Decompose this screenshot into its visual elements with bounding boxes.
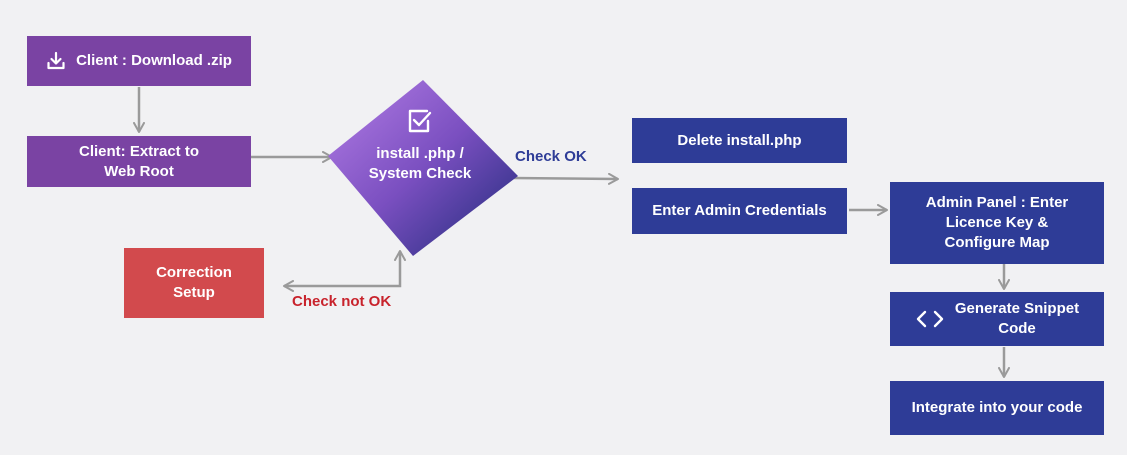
node-admin-panel: Admin Panel : Enter Licence Key & Config… <box>890 182 1104 264</box>
node-integrate-code: Integrate into your code <box>890 381 1104 435</box>
node-admin-credentials-label: Enter Admin Credentials <box>652 202 827 219</box>
node-generate-snippet: Generate Snippet Code <box>890 292 1104 346</box>
decision-diamond-shape <box>328 80 518 256</box>
decision-system-check <box>310 78 530 258</box>
node-delete-install-label: Delete install.php <box>677 131 802 149</box>
arrow-check-to-next <box>511 172 619 185</box>
node-generate-snippet-label: Generate Snippet Code <box>954 300 1080 337</box>
download-icon <box>46 51 66 71</box>
node-download-zip-label: Client : Download .zip <box>76 52 232 69</box>
node-correction-label: Correction Setup <box>156 264 232 301</box>
edge-label-check-ok: Check OK <box>515 148 587 165</box>
arrow-check-to-correction <box>283 250 406 292</box>
checkbox-icon <box>405 107 433 135</box>
node-integrate-label: Integrate into your code <box>911 399 1083 416</box>
node-extract-web-root: Client: Extract to Web Root <box>27 136 251 187</box>
node-delete-install: Delete install.php <box>632 118 847 163</box>
node-extract-label: Client: Extract to Web Root <box>78 142 199 180</box>
node-admin-credentials: Enter Admin Credentials <box>632 188 847 234</box>
decision-system-check-label: install .php / System Check <box>368 145 472 182</box>
node-download-zip: Client : Download .zip <box>27 36 251 86</box>
node-admin-panel-label: Admin Panel : Enter Licence Key & Config… <box>925 194 1069 251</box>
code-brackets-icon <box>915 308 945 330</box>
edge-label-check-not-ok: Check not OK <box>292 293 392 310</box>
node-correction-setup: Correction Setup <box>124 248 264 318</box>
